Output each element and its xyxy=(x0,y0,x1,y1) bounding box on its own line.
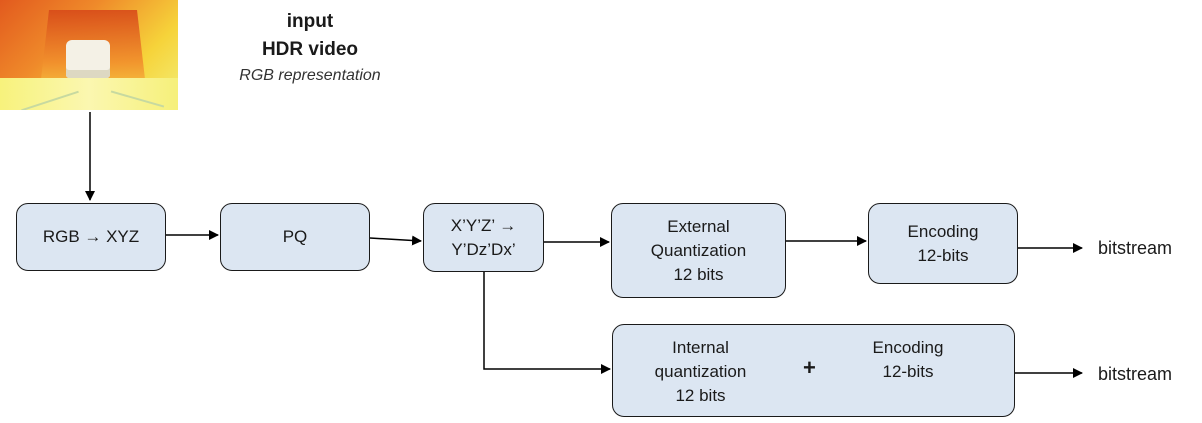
arrow-convert-to-internal xyxy=(483,272,611,374)
arrow-pq-to-convert xyxy=(369,235,422,246)
thumbnail-car xyxy=(66,40,110,78)
external-label-3: 12 bits xyxy=(673,264,724,284)
input-caption: input HDR video RGB representation xyxy=(200,8,420,88)
caption-input: input xyxy=(286,11,334,32)
thumbnail-floor xyxy=(0,78,178,110)
internal-label-3: 12 bits xyxy=(675,386,726,405)
encoding-bottom-label-1: Encoding xyxy=(872,338,944,357)
rgb-to-xyz-block: RGB → XYZ xyxy=(16,203,166,271)
encoding-block-top: Encoding 12-bits xyxy=(868,203,1018,284)
convert-label-2: Y’Dz’Dx’ xyxy=(451,239,516,259)
internal-label-2: quantization xyxy=(654,362,747,381)
bitstream-top-label: bitstream xyxy=(1098,238,1173,258)
hdr-video-thumbnail xyxy=(0,0,178,110)
internal-label-1: Internal xyxy=(672,338,729,357)
convert-label-1: X’Y’Z’ → xyxy=(450,215,517,235)
rgb-to-xyz-label: RGB → XYZ xyxy=(42,227,140,246)
color-convert-block: X’Y’Z’ → Y’Dz’Dx’ xyxy=(423,203,544,272)
caption-representation: RGB representation xyxy=(239,67,381,84)
external-quantization-block: External Quantization 12 bits xyxy=(611,203,786,298)
internal-encoding-block: Internal quantization 12 bits + Encoding… xyxy=(612,324,1015,417)
encoding-top-label-1: Encoding xyxy=(907,221,979,241)
pq-label: PQ xyxy=(282,227,308,246)
encoding-bottom-label-2: 12-bits xyxy=(882,362,934,381)
external-label-2: Quantization xyxy=(650,240,747,260)
encoding-top-label-2: 12-bits xyxy=(917,245,969,265)
plus-sign: + xyxy=(803,355,816,380)
bitstream-bottom-label: bitstream xyxy=(1098,364,1173,384)
caption-hdr-video: HDR video xyxy=(261,39,359,60)
pq-block: PQ xyxy=(220,203,370,271)
external-label-1: External xyxy=(667,216,730,236)
